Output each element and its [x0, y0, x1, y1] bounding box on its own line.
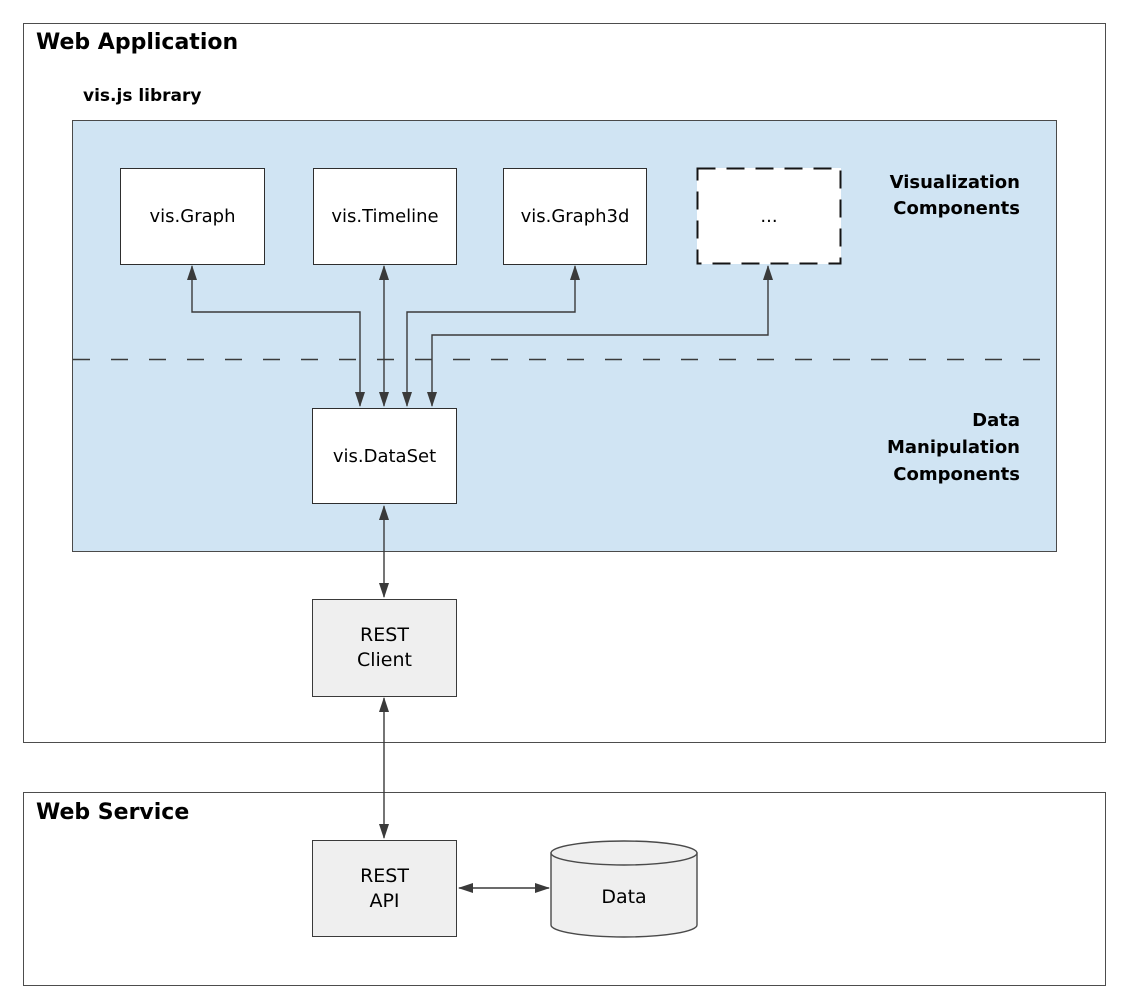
visjs-library-label: vis.js library — [83, 86, 202, 106]
rest-api-box: REST API — [312, 840, 457, 937]
component-box-vis-timeline: vis.Timeline — [313, 168, 457, 265]
visualization-components-label: Visualization Components — [889, 172, 1020, 219]
web-service-title: Web Service — [36, 800, 190, 825]
component-label-vis-timeline: vis.Timeline — [331, 206, 439, 227]
component-box-more: ... — [697, 168, 841, 264]
rest-api-label: REST API — [360, 864, 409, 912]
rest-client-label: REST Client — [356, 624, 412, 671]
component-box-vis-graph3d: vis.Graph3d — [503, 168, 647, 265]
component-label-vis-graph: vis.Graph — [149, 206, 236, 227]
component-box-vis-graph: vis.Graph — [120, 168, 265, 265]
component-label-vis-graph3d: vis.Graph3d — [520, 206, 630, 227]
vis-dataset-label: vis.DataSet — [332, 445, 437, 467]
web-application-title: Web Application — [36, 30, 239, 55]
data-manipulation-components-label: Data Manipulation Components — [886, 410, 1020, 485]
component-label-more: ... — [760, 205, 778, 227]
rest-client-box: REST Client — [312, 599, 457, 697]
vis-dataset-box: vis.DataSet — [312, 408, 457, 504]
